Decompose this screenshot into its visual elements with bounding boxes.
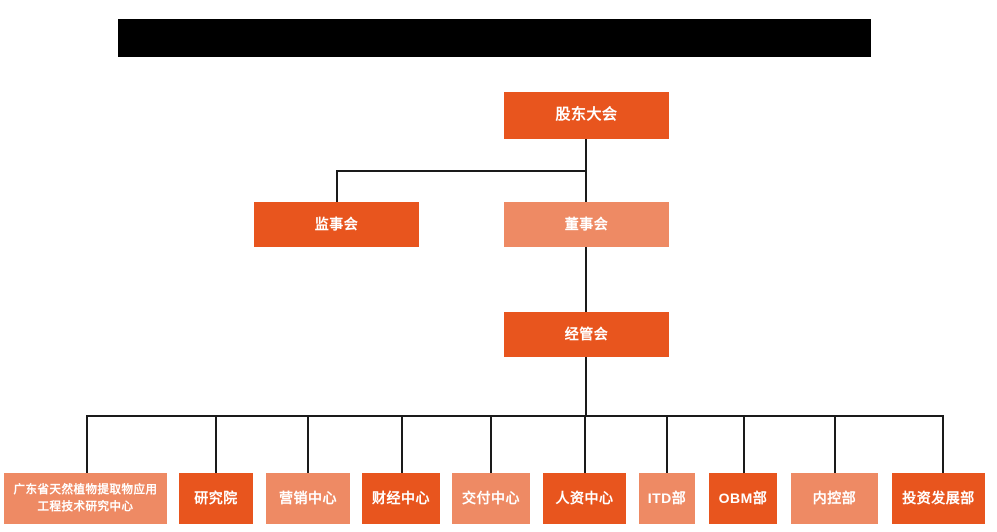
connector-drop-6: [584, 415, 586, 473]
connector-drop-9: [834, 415, 836, 473]
connector-drop-4: [401, 415, 403, 473]
connector-directors-to-management: [585, 247, 587, 312]
connector-drop-7: [666, 415, 668, 473]
connector-shareholders-down: [585, 139, 587, 171]
node-management-committee[interactable]: 经管会: [504, 312, 669, 357]
connector-drop-3: [307, 415, 309, 473]
connector-drop-1: [86, 415, 88, 473]
connector-department-bus: [86, 415, 944, 417]
node-department-4[interactable]: 财经中心: [362, 473, 440, 524]
connector-supervisors-drop: [336, 170, 338, 202]
connector-drop-10: [942, 415, 944, 473]
node-department-3[interactable]: 营销中心: [266, 473, 350, 524]
connector-directors-drop: [585, 170, 587, 202]
node-department-1[interactable]: 广东省天然植物提取物应用工程技术研究中心: [4, 473, 167, 524]
node-department-6[interactable]: 人资中心: [543, 473, 626, 524]
connector-drop-8: [743, 415, 745, 473]
redacted-title-bar: [118, 19, 871, 57]
node-department-7[interactable]: ITD部: [639, 473, 695, 524]
node-department-10[interactable]: 投资发展部: [892, 473, 985, 524]
node-department-8[interactable]: OBM部: [709, 473, 777, 524]
node-board-of-supervisors[interactable]: 监事会: [254, 202, 419, 247]
node-department-5[interactable]: 交付中心: [452, 473, 530, 524]
node-shareholders-meeting[interactable]: 股东大会: [504, 92, 669, 139]
node-board-of-directors[interactable]: 董事会: [504, 202, 669, 247]
connector-management-down: [585, 357, 587, 416]
node-department-2[interactable]: 研究院: [179, 473, 253, 524]
connector-drop-2: [215, 415, 217, 473]
connector-level2-bus: [336, 170, 587, 172]
connector-drop-5: [490, 415, 492, 473]
node-department-9[interactable]: 内控部: [791, 473, 878, 524]
